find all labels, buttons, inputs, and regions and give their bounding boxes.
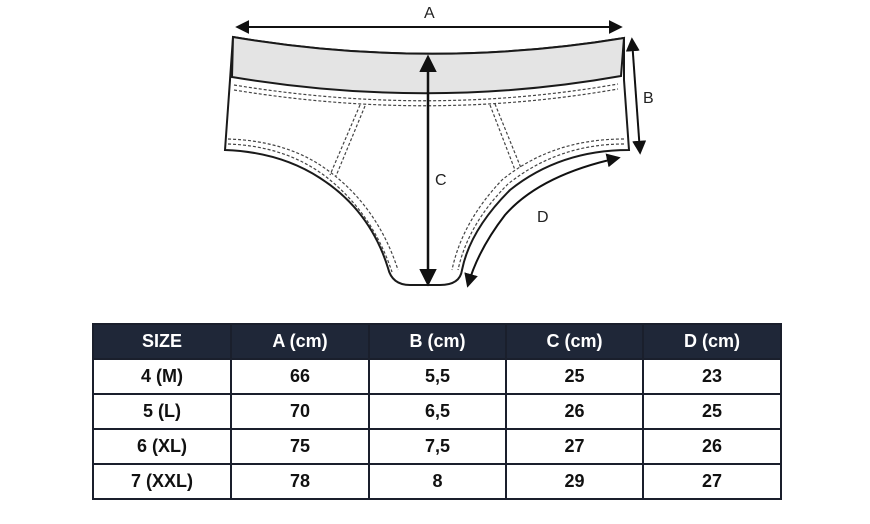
header-a: A (cm) [230,323,370,360]
cell-d: 25 [642,393,782,430]
cell-a: 78 [230,463,370,500]
table-row: 5 (L) 70 6,5 26 25 [92,393,782,430]
garment-measurement-diagram: A B C D [223,5,654,288]
cell-size: 4 (M) [92,358,232,395]
front-panel-seam-left [329,104,361,176]
cell-a: 70 [230,393,370,430]
waist-stitching [233,83,619,102]
cell-size: 7 (XXL) [92,463,232,500]
label-c: C [435,172,447,189]
front-panel-seam-right [489,104,516,171]
cell-b: 7,5 [368,428,507,465]
cell-size: 6 (XL) [92,428,232,465]
label-a: A [424,5,435,22]
cell-c: 25 [505,358,644,395]
table-row: 4 (M) 66 5,5 25 23 [92,358,782,395]
table-row: 6 (XL) 75 7,5 27 26 [92,428,782,465]
cell-a: 66 [230,358,370,395]
cell-c: 27 [505,428,644,465]
arrow-b [625,37,647,155]
cell-d: 27 [642,463,782,500]
header-b: B (cm) [368,323,507,360]
cell-b: 8 [368,463,507,500]
cell-size: 5 (L) [92,393,232,430]
cell-b: 6,5 [368,393,507,430]
table-row: 7 (XXL) 78 8 29 27 [92,463,782,500]
header-size: SIZE [92,323,232,360]
left-leg-stitching [227,143,393,273]
cell-a: 75 [230,428,370,465]
cell-d: 26 [642,428,782,465]
label-d: D [537,209,549,226]
cell-c: 26 [505,393,644,430]
cell-d: 23 [642,358,782,395]
table-header-row: SIZE A (cm) B (cm) C (cm) D (cm) [92,323,782,360]
cell-b: 5,5 [368,358,507,395]
header-d: D (cm) [642,323,782,360]
size-chart-table: SIZE A (cm) B (cm) C (cm) D (cm) 4 (M) 6… [92,323,782,500]
header-c: C (cm) [505,323,644,360]
label-b: B [643,90,654,107]
cell-c: 29 [505,463,644,500]
arrow-d [464,153,621,288]
